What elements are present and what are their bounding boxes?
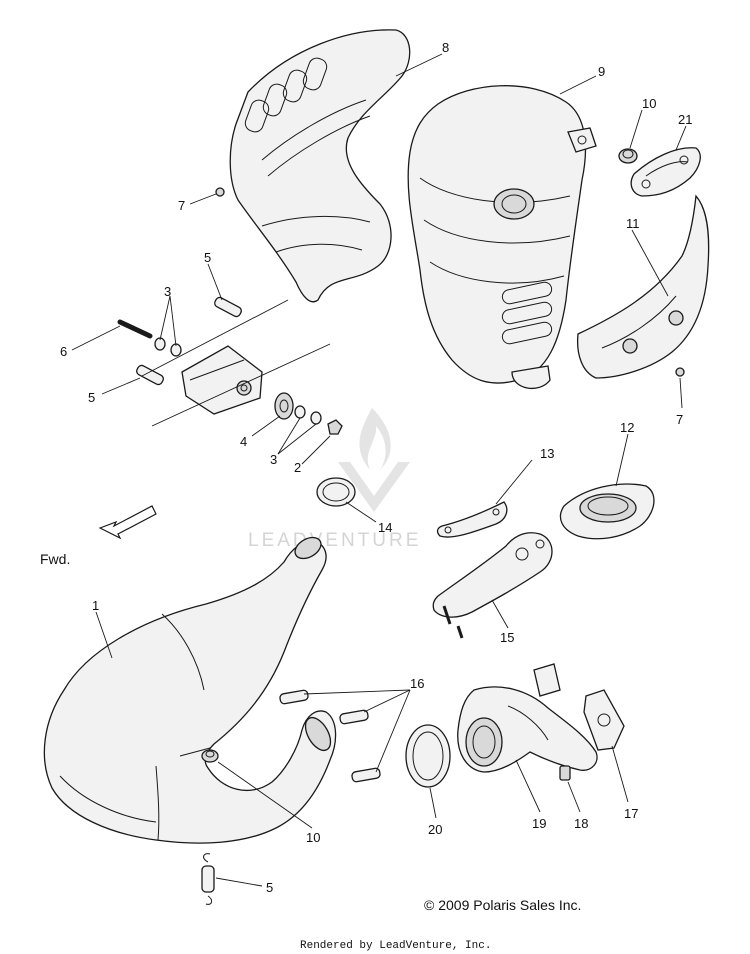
- callout-20: 20: [428, 822, 442, 837]
- rendered-by-footer: Rendered by LeadVenture, Inc.: [300, 940, 491, 952]
- part-1-expansion-chamber[interactable]: [43, 533, 337, 844]
- part-19-manifold[interactable]: [457, 663, 598, 773]
- callout-7-right: 7: [676, 412, 683, 427]
- part-11-lower-shield[interactable]: [576, 194, 710, 379]
- watermark: LEADVENTURE: [248, 408, 421, 551]
- callout-21: 21: [678, 112, 692, 127]
- callout-6: 6: [60, 344, 67, 359]
- forward-arrow-icon: [98, 505, 157, 540]
- callout-12: 12: [620, 420, 634, 435]
- part-5-spring-left[interactable]: [135, 364, 164, 386]
- callout-4: 4: [240, 434, 247, 449]
- callout-1: 1: [92, 598, 99, 613]
- callout-7-left: 7: [178, 198, 185, 213]
- part-7-bolt-right[interactable]: [675, 367, 685, 377]
- callout-16: 16: [410, 676, 424, 691]
- callout-5-upper: 5: [204, 250, 211, 265]
- callout-2: 2: [294, 460, 301, 475]
- part-10-fitting[interactable]: [201, 749, 219, 763]
- exhaust-mount-bracket[interactable]: [181, 345, 263, 415]
- callout-10-top: 10: [642, 96, 656, 111]
- callout-8: 8: [442, 40, 449, 55]
- part-3-washers-lower[interactable]: [294, 405, 322, 425]
- watermark-v-icon: [338, 462, 410, 512]
- callout-14: 14: [378, 520, 392, 535]
- callout-19: 19: [532, 816, 546, 831]
- part-12-flange[interactable]: [559, 483, 655, 540]
- callout-numbers: 8 9 10 21 11 7 5 3 6 5 4 3 2 7 14 13 12 …: [60, 40, 692, 895]
- part-13-strap[interactable]: [436, 501, 508, 538]
- part-20-seal-ring[interactable]: [405, 724, 451, 788]
- watermark-flame-icon: [359, 408, 391, 470]
- part-17-gasket[interactable]: [583, 689, 625, 751]
- callout-18: 18: [574, 816, 588, 831]
- part-14-gasket-ring[interactable]: [316, 477, 356, 507]
- callout-9: 9: [598, 64, 605, 79]
- part-3-washers-upper[interactable]: [154, 337, 182, 357]
- part-21-gasket[interactable]: [630, 147, 701, 197]
- callout-17: 17: [624, 806, 638, 821]
- callout-3-upper: 3: [164, 284, 171, 299]
- part-7-bolt-left[interactable]: [215, 187, 225, 197]
- part-5-spring-bottom[interactable]: [201, 853, 215, 905]
- callout-13: 13: [540, 446, 554, 461]
- watermark-text: LEADVENTURE: [248, 530, 421, 551]
- fwd-direction-label: Fwd.: [40, 551, 70, 567]
- callout-5-left: 5: [88, 390, 95, 405]
- part-10-grommet[interactable]: [618, 148, 638, 164]
- callout-5-bottom: 5: [266, 880, 273, 895]
- part-15-bracket[interactable]: [432, 532, 553, 639]
- part-16-springs[interactable]: [279, 689, 381, 783]
- part-5-spring-upper[interactable]: [213, 296, 242, 318]
- callout-10-bottom: 10: [306, 830, 320, 845]
- part-8-heat-shield[interactable]: [229, 29, 411, 303]
- callout-15: 15: [500, 630, 514, 645]
- callout-3-lower: 3: [270, 452, 277, 467]
- callout-11: 11: [626, 216, 640, 231]
- part-4-grommet[interactable]: [274, 392, 294, 420]
- callout-leaders: [71, 53, 687, 887]
- part-18-stud[interactable]: [559, 765, 571, 781]
- part-6-bolt[interactable]: [117, 319, 153, 339]
- copyright-text: © 2009 Polaris Sales Inc.: [424, 897, 581, 913]
- part-9-silencer[interactable]: [407, 85, 597, 390]
- part-2-nut[interactable]: [327, 419, 343, 435]
